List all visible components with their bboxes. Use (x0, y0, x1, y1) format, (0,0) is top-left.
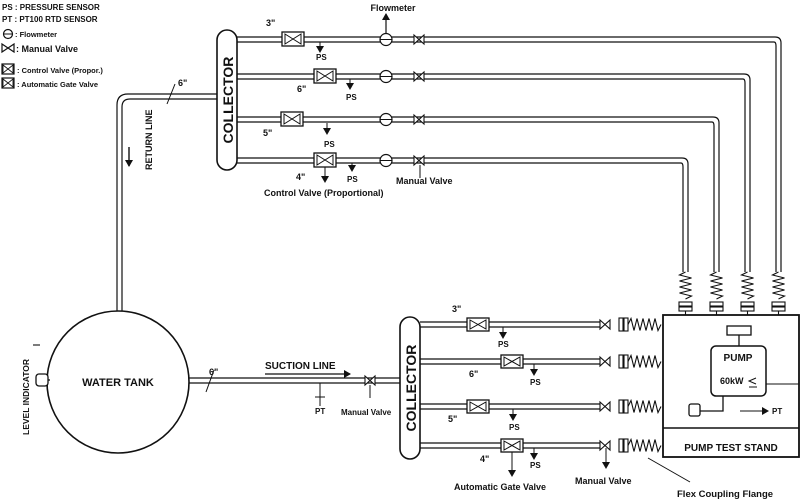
top-branch-1: PS 3" (266, 13, 425, 62)
manual-valve (413, 154, 425, 167)
return-line-label: RETURN LINE (144, 110, 154, 171)
water-tank: WATER TANK (46, 310, 190, 454)
top-branch-pipes (237, 36, 782, 272)
suction-line-label: SUCTION LINE (265, 361, 336, 372)
pressure-sensor-label: PS (324, 140, 335, 149)
pump-power-label: 60kW (720, 376, 744, 386)
flowmeter-label: Flowmeter (370, 3, 416, 13)
suction-manual-valve (364, 374, 376, 387)
pressure-sensor-label: PS (509, 423, 520, 432)
top-branch-1-size: 3" (266, 18, 275, 28)
pressure-sensor-label: PS (347, 175, 358, 184)
top-branch-4: PS 4" (296, 152, 425, 184)
control-valve-label: Control Valve (Proportional) (264, 188, 384, 198)
level-indicator: LEVEL INDICATOR (21, 344, 50, 435)
branch-termination (599, 398, 662, 415)
bottom-collector: COLLECTOR (399, 316, 421, 460)
bottom-branch-1-size: 3" (452, 304, 461, 314)
flowmeter-icon (2, 28, 14, 40)
top-branch-3-size: 5" (263, 128, 272, 138)
branch-termination (599, 437, 662, 454)
return-pipe-size: 6" (178, 78, 187, 88)
legend: PS : PRESSURE SENSOR PT : PT100 RTD SENS… (1, 3, 103, 89)
legend-control-valve: : Control Valve (Propor.) (17, 66, 103, 75)
manual-valve (413, 113, 425, 126)
legend-manual-valve: : Manual Valve (16, 44, 78, 54)
control-valve-icon (1, 63, 15, 75)
legend-ps: PS : PRESSURE SENSOR (2, 3, 100, 12)
bottom-branch-1: 3" PS (452, 304, 509, 349)
manual-valve (413, 33, 425, 46)
legend-gate-valve: : Automatic Gate Valve (17, 80, 98, 89)
flex-coupling-leader (647, 457, 691, 483)
pressure-sensor-label: PS (530, 461, 541, 470)
pump-test-stand-label: PUMP TEST STAND (684, 443, 778, 454)
pressure-sensor-label: PS (316, 53, 327, 62)
legend-flowmeter: : Flowmeter (15, 30, 57, 39)
pipe-size-tick (166, 83, 176, 105)
level-indicator-label: LEVEL INDICATOR (21, 359, 31, 435)
bottom-collector-label: COLLECTOR (403, 345, 419, 432)
bottom-branch-3: 5" PS (448, 399, 520, 432)
pump: PUMP 60kW PT (688, 325, 799, 417)
suction-manual-valve-label: Manual Valve (341, 408, 392, 417)
bottom-branch-2: 6" PS (469, 354, 541, 387)
return-line-pipe (116, 93, 217, 313)
temperature-sensor-label: PT (315, 407, 325, 416)
flex-coupling-flange-label: Flex Coupling Flange (677, 489, 773, 500)
pressure-sensor-label: PS (498, 340, 509, 349)
bottom-branch-4-size: 4" (480, 454, 489, 464)
gate-valve-icon (1, 77, 15, 89)
top-branch-2: PS 6" (297, 68, 425, 102)
top-manual-valve-label: Manual Valve (396, 176, 453, 186)
pipe-size-tick (205, 369, 215, 393)
bottom-branch-4: 4" PS (480, 438, 610, 477)
suction-pt-sensor: PT (315, 383, 325, 416)
top-branch-2-size: 6" (297, 84, 306, 94)
top-collector: COLLECTOR (216, 29, 238, 171)
top-branch-4-size: 4" (296, 172, 305, 182)
bottom-branch-2-size: 6" (469, 369, 478, 379)
pressure-sensor-label: PS (530, 378, 541, 387)
top-collector-label: COLLECTOR (220, 57, 236, 144)
pump-pt-label: PT (772, 407, 782, 416)
bottom-manual-valve-label: Manual Valve (575, 476, 632, 486)
manual-valve-icon (1, 42, 15, 54)
top-flex-couplings (677, 271, 787, 315)
bottom-branch-3-size: 5" (448, 414, 457, 424)
manual-valve (413, 70, 425, 83)
gate-valve-label: Automatic Gate Valve (454, 482, 546, 492)
branch-termination (599, 353, 662, 370)
suction-pipe-size: 6" (209, 367, 218, 377)
pump-label: PUMP (724, 353, 753, 364)
top-branch-3: PS 5" (263, 111, 425, 149)
bottom-terminations (599, 316, 662, 454)
legend-pt: PT : PT100 RTD SENSOR (2, 15, 98, 24)
pressure-sensor-label: PS (346, 93, 357, 102)
branch-termination (599, 316, 662, 333)
water-tank-label: WATER TANK (82, 377, 154, 389)
pump-test-stand: PUMP TEST STAND (662, 314, 800, 458)
